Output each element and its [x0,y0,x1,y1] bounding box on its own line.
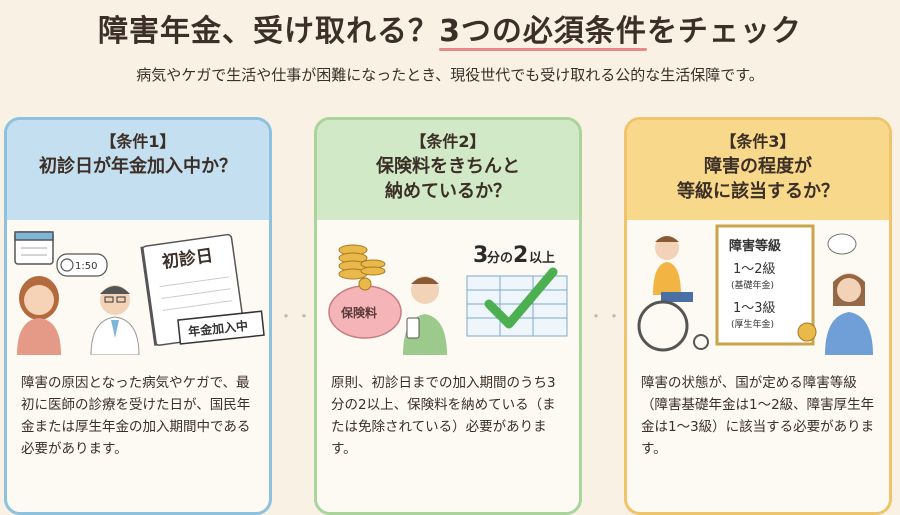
page-subtitle: 病気やケガで生活や仕事が困難になったとき、現役世代でも受け取れる公的な生活保障で… [136,66,764,84]
doctor-patient-illustration: 1:50 初診日 [14,231,265,356]
table-document-icon [466,275,568,337]
svg-text:障害等級: 障害等級 [729,238,781,254]
svg-text:3: 3 [473,243,488,268]
calendar-icon [14,231,54,265]
condition-description: 障害の状態が、国が定める障害等級（障害基礎年金は1〜2級、障害厚生年金は1〜3級… [641,375,875,457]
svg-text:2: 2 [513,243,528,268]
condition-question: 障害の程度が [704,156,812,177]
disability-grade-illustration: 障害等級 1〜2級 (基礎年金) 1〜3級 (厚生年金) [637,224,873,355]
clock-time: 1:50 [75,261,97,272]
condition-question: 等級に該当するか？ [677,181,839,202]
condition-question: 初診日が年金加入中か？ [39,156,237,177]
person-with-phone [403,276,447,355]
card-header: 【条件1】 初診日が年金加入中か？ [7,120,269,220]
illustration-disability-grade: 障害等級 1〜2級 (基礎年金) 1〜3級 (厚生年金) [627,220,889,355]
svg-text:分の: 分の [487,250,513,266]
stamp-label: 年金加入中 [187,318,248,339]
condition-card-2: 【条件2】 保険料をきちんと 納めているか？ 保険料 [314,117,582,515]
svg-text:(厚生年金): (厚生年金) [731,318,774,330]
payment-illustration: 保険料 3 分の 2 以上 [328,243,568,355]
condition-question: 納めているか？ [385,181,511,202]
patient-figure [17,276,61,355]
piggy-bank-icon: 保険料 [328,277,402,339]
condition-description: 原則、初診日までの加入期間のうち3分の2以上、保険料を納めている（または免除され… [331,375,556,457]
svg-text:1〜3級: 1〜3級 [733,301,776,316]
condition-label: 【条件1】 [100,132,176,151]
certificate-icon: 障害等級 1〜2級 (基礎年金) 1〜3級 (厚生年金) [715,224,817,346]
card-header: 【条件3】 障害の程度が 等級に該当するか？ [627,120,889,220]
wheelchair-user-icon [637,236,709,352]
condition-card-3: 【条件3】 障害の程度が 等級に該当するか？ 障害等級 1〜2級 (基礎年金) … [624,117,892,515]
stamp-icon: 年金加入中 [177,310,265,345]
svg-text:1〜2級: 1〜2級 [733,262,776,277]
page-title: 障害年金、受け取れる？3つの必須条件をチェック [98,14,802,49]
thinking-woman-icon [825,233,873,355]
illustration-doctor-patient: 1:50 初診日 [7,220,269,356]
condition-label: 【条件3】 [720,132,796,151]
svg-text:(基礎年金): (基礎年金) [731,279,774,291]
checkmark-icon [484,267,558,329]
title-highlight: 3つの必須条件 [439,14,647,49]
condition-question: 保険料をきちんと [376,156,520,177]
clock-bubble-icon: 1:50 [56,253,108,277]
card-header: 【条件2】 保険料をきちんと 納めているか？ [317,120,579,220]
doctor-figure [90,285,140,356]
condition-description: 障害の原因となった病気やケガで、最初に医師の診療を受けた日が、国民年金または厚生… [21,375,251,457]
fraction-label: 3 分の 2 以上 [473,243,555,268]
condition-label: 【条件2】 [410,132,486,151]
piggy-label: 保険料 [340,305,377,320]
coin-stack-icon [338,244,386,280]
illustration-payment: 保険料 3 分の 2 以上 [317,220,579,355]
svg-text:以上: 以上 [529,251,555,266]
condition-card-1: 【条件1】 初診日が年金加入中か？ 1:50 [4,117,272,515]
